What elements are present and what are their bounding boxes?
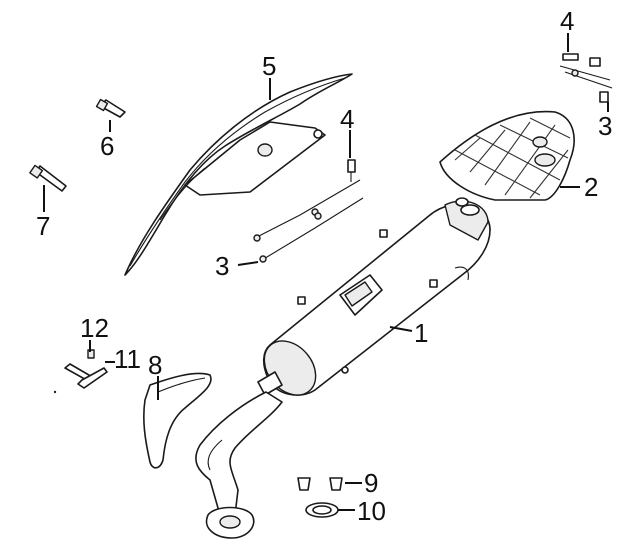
callout-1: 1	[414, 318, 428, 348]
part-11-screw	[77, 367, 108, 389]
small-dot-mark	[53, 390, 57, 394]
leader-lines	[43, 33, 609, 511]
callout-7: 7	[36, 211, 50, 241]
part-8-shield	[143, 372, 212, 469]
callout-4-right: 4	[560, 6, 574, 36]
part-6-bolt	[95, 98, 126, 118]
callout-11: 11	[114, 344, 141, 374]
callout-8: 8	[148, 350, 162, 380]
part-3-screw-right	[599, 91, 609, 103]
callout-labels: 5 6 7 4 3 4 3 2 1 8 12 11 9 10	[36, 6, 612, 526]
part-9-bolts	[297, 477, 343, 491]
callout-4-left: 4	[340, 104, 354, 134]
callout-9: 9	[364, 468, 378, 498]
callout-5: 5	[262, 51, 276, 81]
part-3-bracket-left	[253, 179, 364, 263]
callout-3-right: 3	[598, 111, 612, 141]
part-5-heat-shield	[124, 73, 353, 276]
part-4-screw-right	[559, 53, 613, 89]
callout-10: 10	[357, 496, 386, 526]
callout-2: 2	[584, 172, 598, 202]
callout-3-left: 3	[215, 251, 229, 281]
part-7-bolt	[29, 164, 67, 192]
part-4-screw-left	[347, 159, 356, 182]
callout-12: 12	[80, 313, 109, 343]
part-1-muffler	[262, 197, 491, 396]
callout-6: 6	[100, 131, 114, 161]
part-2-protector	[439, 110, 575, 201]
part-10-gasket	[305, 502, 339, 518]
exhaust-pipe	[195, 371, 283, 539]
